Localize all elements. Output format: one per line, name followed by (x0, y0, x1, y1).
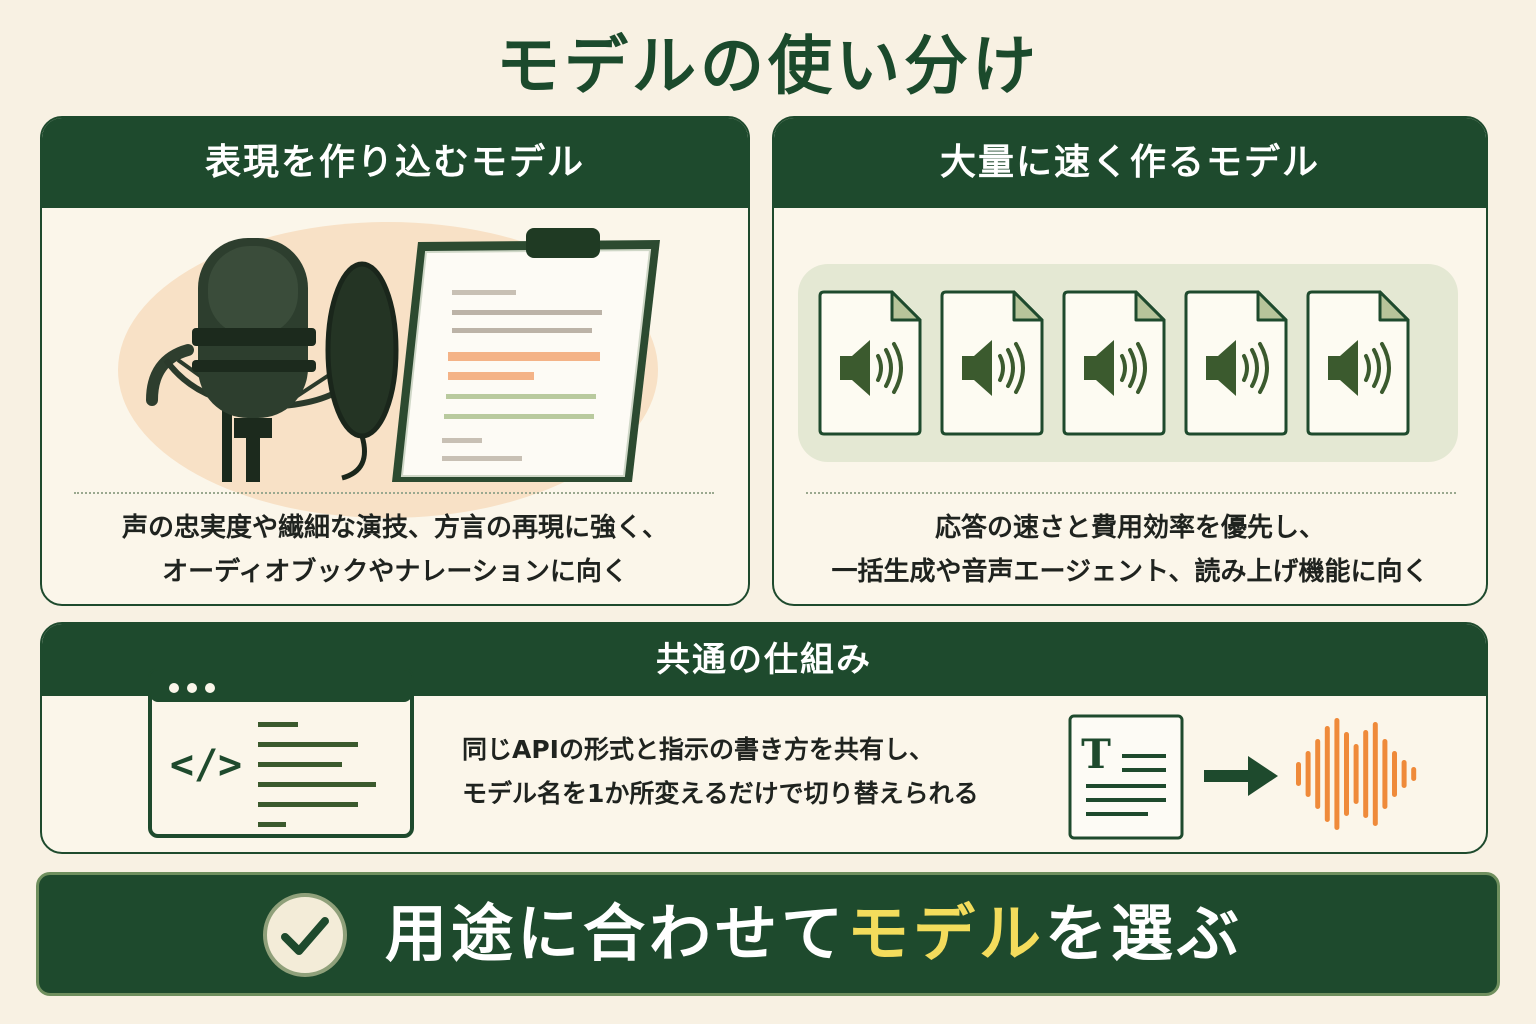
expressive-model-description: 声の忠実度や繊細な演技、方言の再現に強く、 オーディオブックやナレーションに向く (42, 506, 748, 594)
expressive-model-heading: 表現を作り込むモデル (42, 118, 748, 208)
page-title: モデルの使い分け (496, 30, 1040, 104)
microphone-and-script-illustration (118, 222, 660, 518)
check-circle-icon (263, 893, 347, 977)
conclusion-text: 用途に合わせてモデルを選ぶ (385, 875, 1243, 993)
waveform-bar (1296, 762, 1301, 786)
common-description-line-2: モデル名を1か所変えるだけで切り替えられる (462, 779, 979, 808)
conclusion-banner: 用途に合わせてモデルを選ぶ (36, 872, 1500, 996)
conclusion-text-end: を選ぶ (1045, 897, 1244, 970)
audio-file-icon (940, 290, 1044, 436)
waveform-bar (1392, 751, 1397, 797)
waveform-bar (1401, 760, 1407, 788)
arrow-right-icon (1204, 756, 1278, 796)
waveform-bar (1305, 751, 1311, 797)
text-document-icon: T (1068, 714, 1184, 840)
fast-model-heading: 大量に速く作るモデル (774, 118, 1486, 208)
waveform-bar (1344, 732, 1349, 816)
right-card-divider (806, 492, 1456, 494)
pop-filter-icon (325, 261, 399, 481)
waveform-bar (1372, 722, 1378, 826)
fast-description-line-1: 応答の速さと費用効率を優先し、 (934, 513, 1325, 543)
script-clipboard-icon (392, 228, 660, 482)
fast-model-card: 大量に速く作るモデル 応答の速さと費用効率を優先し、 一括生成や音声エージェント… (772, 116, 1488, 606)
common-description-line-1: 同じAPIの形式と指示の書き方を共有し、 (462, 735, 934, 764)
text-glyph: T (1081, 731, 1111, 778)
audio-file-icon (818, 290, 922, 436)
conclusion-text-highlight: モデル (847, 897, 1046, 970)
common-mechanism-description: 同じAPIの形式と指示の書き方を共有し、 モデル名を1か所変えるだけで切り替えら… (462, 728, 1042, 816)
audio-files-illustration (798, 264, 1458, 462)
audio-file-icon (1184, 290, 1288, 436)
microphone-icon (192, 238, 316, 482)
waveform-bar (1353, 744, 1359, 804)
audio-file-icon (1306, 290, 1410, 436)
left-card-divider (74, 492, 714, 494)
waveform-bar (1315, 739, 1321, 809)
audio-waveform-icon (1296, 718, 1417, 830)
expressive-model-card: 表現を作り込むモデル (40, 116, 750, 606)
expressive-description-line-1: 声の忠実度や繊細な演技、方言の再現に強く、 (121, 513, 668, 543)
code-glyph: </> (170, 742, 242, 788)
conclusion-text-start: 用途に合わせて (385, 897, 848, 970)
expressive-description-line-2: オーディオブックやナレーションに向く (162, 557, 628, 587)
waveform-bar (1363, 730, 1369, 818)
waveform-bar (1334, 718, 1340, 830)
audio-file-icon (1062, 290, 1166, 436)
waveform-bar (1411, 767, 1417, 781)
waveform-bar (1324, 726, 1330, 822)
code-window-icon: </> (148, 668, 414, 838)
common-mechanism-card: 共通の仕組み </> 同じAPIの形式と指示の書き方を共有し、 モデル名を1か所… (40, 622, 1488, 854)
waveform-bar (1382, 739, 1388, 809)
fast-description-line-2: 一括生成や音声エージェント、読み上げ機能に向く (831, 557, 1429, 587)
fast-model-description: 応答の速さと費用効率を優先し、 一括生成や音声エージェント、読み上げ機能に向く (774, 506, 1486, 594)
